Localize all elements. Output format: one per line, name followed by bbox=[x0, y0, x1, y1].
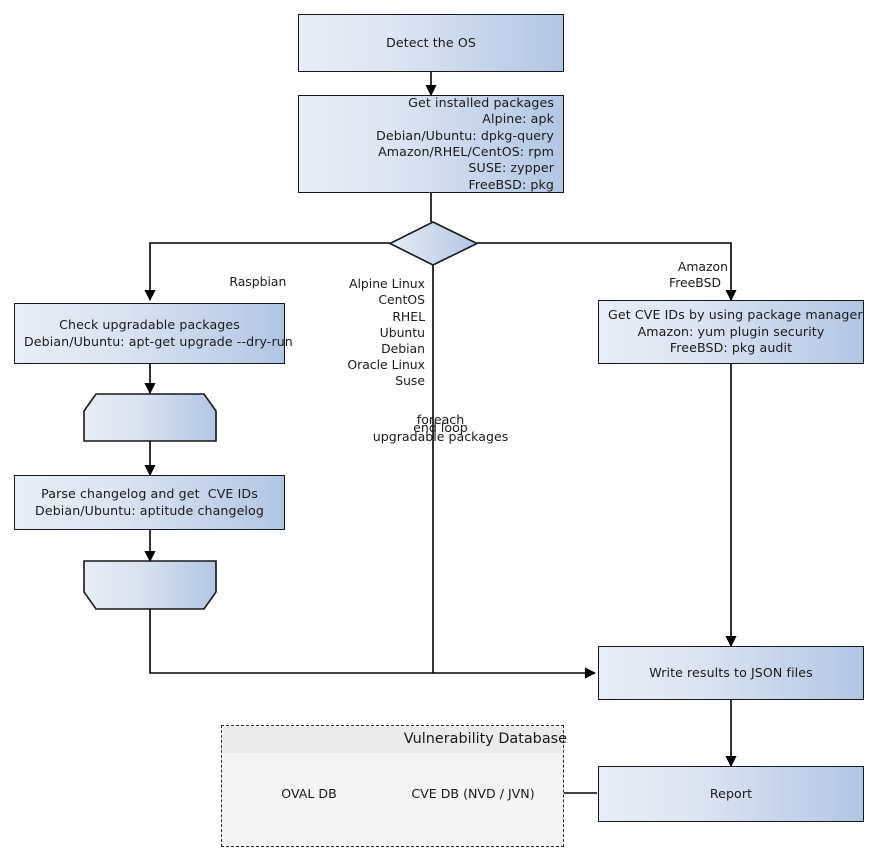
edge-label-text: Alpine Linux CentOS RHEL Ubuntu Debian O… bbox=[347, 276, 425, 389]
edge-label-middle-os-list: Alpine Linux CentOS RHEL Ubuntu Debian O… bbox=[265, 260, 425, 406]
node-line: Amazon/RHEL/CentOS: rpm bbox=[378, 144, 554, 159]
node-line: Write results to JSON files bbox=[649, 664, 813, 680]
node-line: Amazon: yum plugin security bbox=[637, 323, 825, 339]
detect-the-os-node[interactable]: Detect the OS bbox=[298, 14, 564, 72]
foreach-node[interactable]: foreach upgradable packages bbox=[0, 0, 509, 443]
node-line: FreeBSD: pkg audit bbox=[669, 340, 793, 356]
node-line: Debian/Ubuntu: aptitude changelog bbox=[35, 502, 264, 518]
node-line: Alpine: apk bbox=[482, 111, 554, 127]
node-line: SUSE: zypper bbox=[468, 160, 554, 176]
node-line: Parse changelog and get CVE IDs bbox=[41, 486, 258, 502]
node-line: FreeBSD: pkg bbox=[468, 176, 554, 192]
node-line: Get CVE IDs by using package manager bbox=[608, 307, 863, 323]
node-line: Get installed packages bbox=[408, 94, 554, 110]
get-cve-ids-package-manager-node[interactable]: Get CVE IDs by using package manager Ama… bbox=[598, 300, 864, 364]
get-installed-packages-node[interactable]: Get installed packages Alpine: apk Debia… bbox=[298, 95, 564, 193]
group-title: Vulnerability Database bbox=[403, 731, 567, 747]
check-upgradable-packages-node[interactable]: Check upgradable packages Debian/Ubuntu:… bbox=[14, 303, 293, 364]
group-title-bar bbox=[223, 727, 562, 753]
edge-label-raspbian: Raspbian bbox=[150, 258, 350, 307]
report-node[interactable]: Report bbox=[598, 766, 864, 822]
node-line: Check upgradable packages bbox=[59, 317, 240, 333]
parse-changelog-node[interactable]: Parse changelog and get CVE IDs Debian/U… bbox=[14, 475, 285, 530]
oval-db-label-text: OVAL DB bbox=[281, 786, 337, 801]
edge-label-text: Amazon FreeBSD bbox=[669, 259, 728, 291]
cve-db-label: CVE DB (NVD / JVN) bbox=[399, 786, 547, 801]
node-line: foreach bbox=[416, 412, 465, 428]
node-line: Report bbox=[709, 785, 753, 801]
node-line: Debian/Ubuntu: dpkg-query bbox=[376, 127, 554, 143]
vulnerability-database-group: Vulnerability Database bbox=[221, 725, 567, 847]
node-line: end loop bbox=[413, 420, 468, 436]
edge-label-amazon-freebsd: Amazon FreeBSD bbox=[615, 243, 775, 308]
node-line: Detect the OS bbox=[386, 34, 476, 50]
oval-db-label: OVAL DB bbox=[235, 786, 383, 801]
write-results-to-json-files-node[interactable]: Write results to JSON files bbox=[598, 646, 864, 700]
cve-db-label-text: CVE DB (NVD / JVN) bbox=[411, 786, 535, 801]
node-line: upgradable packages bbox=[372, 428, 509, 444]
edge-label-text: Raspbian bbox=[229, 274, 287, 290]
end-loop-node[interactable]: end loop bbox=[0, 47, 468, 435]
